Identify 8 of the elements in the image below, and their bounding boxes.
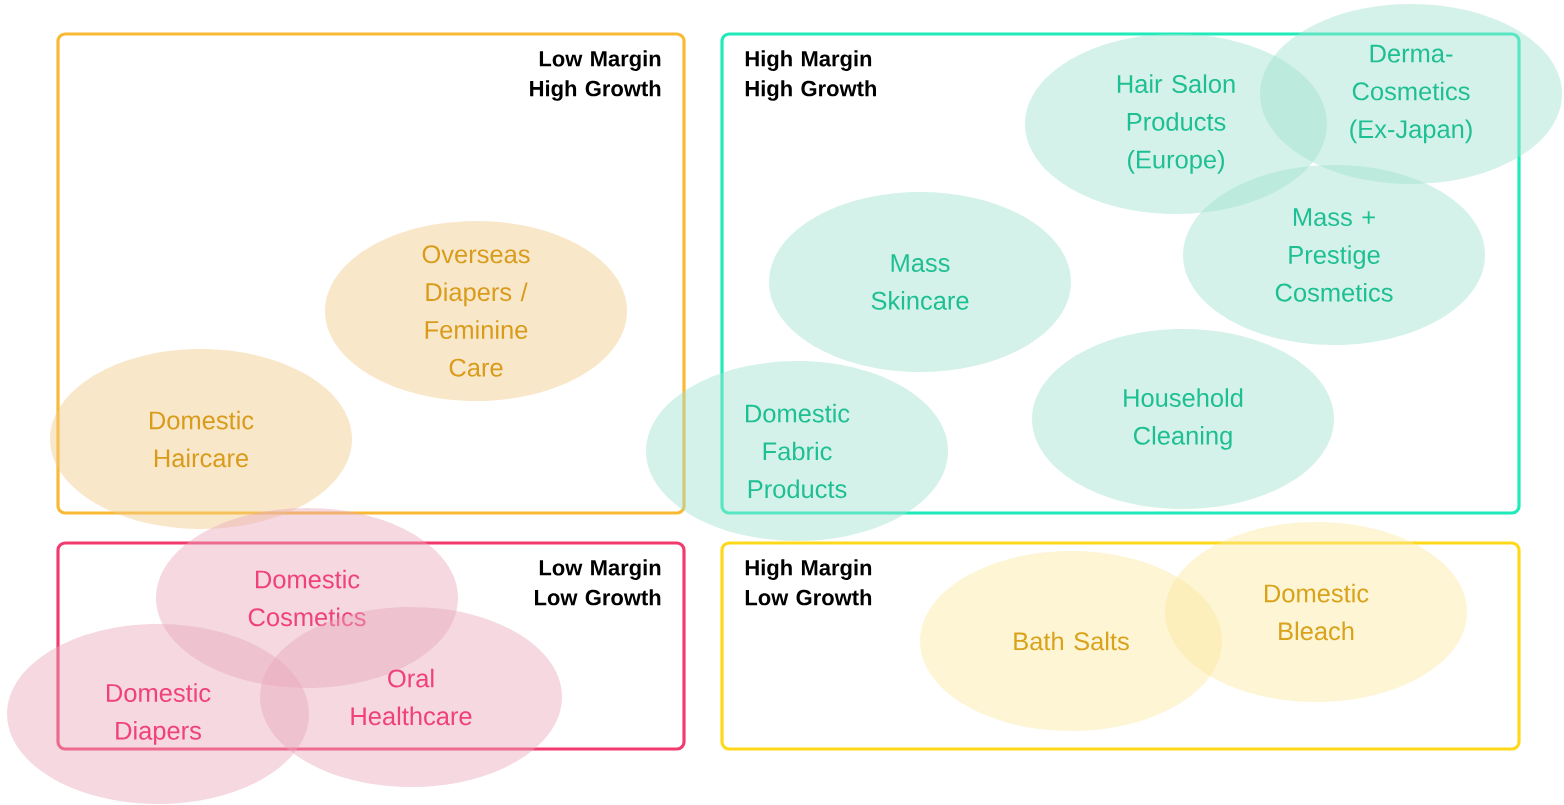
- segment-bubble: Domestic Bleach: [1165, 522, 1467, 702]
- segment-bubble: Bath Salts: [920, 551, 1222, 731]
- segment-bubble: Domestic Haircare: [50, 349, 352, 529]
- segment-bubble: Household Cleaning: [1032, 329, 1334, 509]
- segment-bubble: Overseas Diapers / Feminine Care: [325, 221, 627, 401]
- segment-bubble: Derma-Cosmetics (Ex-Japan): [1260, 4, 1562, 184]
- segment-bubble: Mass Skincare: [769, 192, 1071, 372]
- segment-bubble: Domestic Fabric Products: [646, 361, 948, 541]
